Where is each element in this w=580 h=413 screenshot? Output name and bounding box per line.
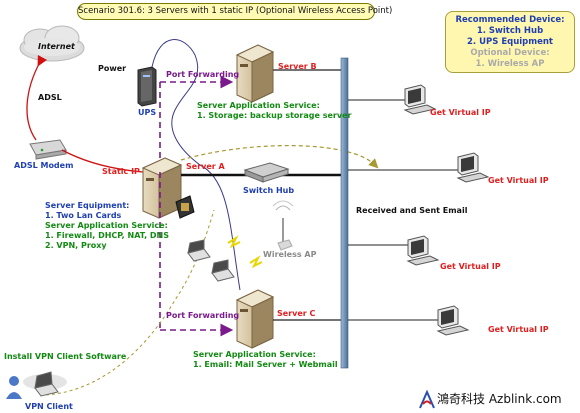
adsl-modem-label: ADSL Modem (14, 161, 74, 170)
scenario-title: Scenario 301.6: 3 Servers with 1 static … (77, 3, 392, 20)
port-forwarding-c-label: Port Forwarding (166, 311, 240, 320)
wireless-signal-icon-1 (227, 235, 241, 249)
server-c-label: Server C (277, 309, 316, 318)
server-a-equipment-heading: Server Equipment: (45, 201, 130, 210)
client-pc-icon-3 (406, 235, 440, 266)
ups-icon (137, 66, 157, 107)
static-ip-link (61, 149, 144, 173)
install-vpn-label: Install VPN Client Software (4, 352, 127, 361)
server-c-icon (235, 289, 275, 349)
optional-heading: Optional Device: (470, 48, 550, 58)
client-pc-icon-1 (403, 84, 437, 115)
server-a-service-item-1: 1. Firewall, DHCP, NAT, DNS (45, 231, 169, 240)
virtual-ip-label-2: Get Virtual IP (488, 176, 549, 185)
adsl-modem-icon (29, 139, 67, 160)
recommended-heading: Recommended Device: (455, 15, 565, 25)
laptop-icon-1 (187, 239, 211, 262)
server-c-service-heading: Server Application Service: (193, 350, 316, 359)
adsl-link (26, 54, 48, 141)
network-backbone (340, 57, 349, 369)
server-b-label: Server B (278, 62, 317, 71)
power-label: Power (98, 64, 127, 73)
client-pc-icon-4 (436, 305, 470, 336)
internet-label: Internet (38, 42, 75, 51)
recommended-item-switch-hub: 1. Switch Hub (476, 26, 544, 36)
server-c-service-item: 1. Email: Mail Server + Webmail (193, 360, 338, 369)
olive-dashed-link (180, 144, 379, 169)
switch-hub-icon (243, 162, 290, 183)
switch-hub-label: Switch Hub (243, 186, 295, 195)
internet-cloud-icon (19, 25, 85, 62)
received-sent-label: Received and Sent Email (356, 206, 468, 215)
brand-logo-icon (419, 390, 435, 409)
server-a-service-item-2: 2. VPN, Proxy (45, 241, 107, 250)
optional-item-wireless-ap: 1. Wireless AP (475, 59, 545, 69)
virtual-ip-label-1: Get Virtual IP (430, 108, 491, 117)
server-b-service-item: 1. Storage: backup storage server (197, 111, 352, 120)
server-b-service-heading: Server Application Service: (197, 101, 320, 110)
wireless-ap-icon (272, 200, 294, 251)
adsl-label: ADSL (38, 93, 62, 102)
recommended-device-panel: Recommended Device: 1. Switch Hub 2. UPS… (445, 11, 575, 73)
ups-label: UPS (138, 108, 157, 117)
port-forwarding-b-label: Port Forwarding (166, 70, 240, 79)
server-a-label: Server A (186, 162, 225, 171)
vpn-client-label: VPN Client (25, 402, 73, 411)
virtual-ip-label-3: Get Virtual IP (440, 262, 501, 271)
server-a-equipment-item: 1. Two Lan Cards (45, 211, 122, 220)
power-cable (151, 39, 241, 291)
wireless-signal-icon-2 (249, 255, 263, 269)
laptop-icon-2 (211, 259, 235, 282)
recommended-item-ups: 2. UPS Equipment (467, 37, 553, 47)
server-a-service-heading: Server Application Service: (45, 221, 168, 230)
brand-watermark: 鴻奇科技 Azblink.com (437, 392, 562, 406)
static-ip-label: Static IP (102, 167, 140, 176)
wireless-ap-label: Wireless AP (263, 250, 317, 259)
server-b-icon (235, 44, 275, 103)
vpn-client-icon (6, 371, 67, 399)
client-pc-icon-2 (456, 152, 490, 183)
virtual-ip-label-4: Get Virtual IP (488, 325, 549, 334)
server-a-icon (141, 157, 195, 219)
